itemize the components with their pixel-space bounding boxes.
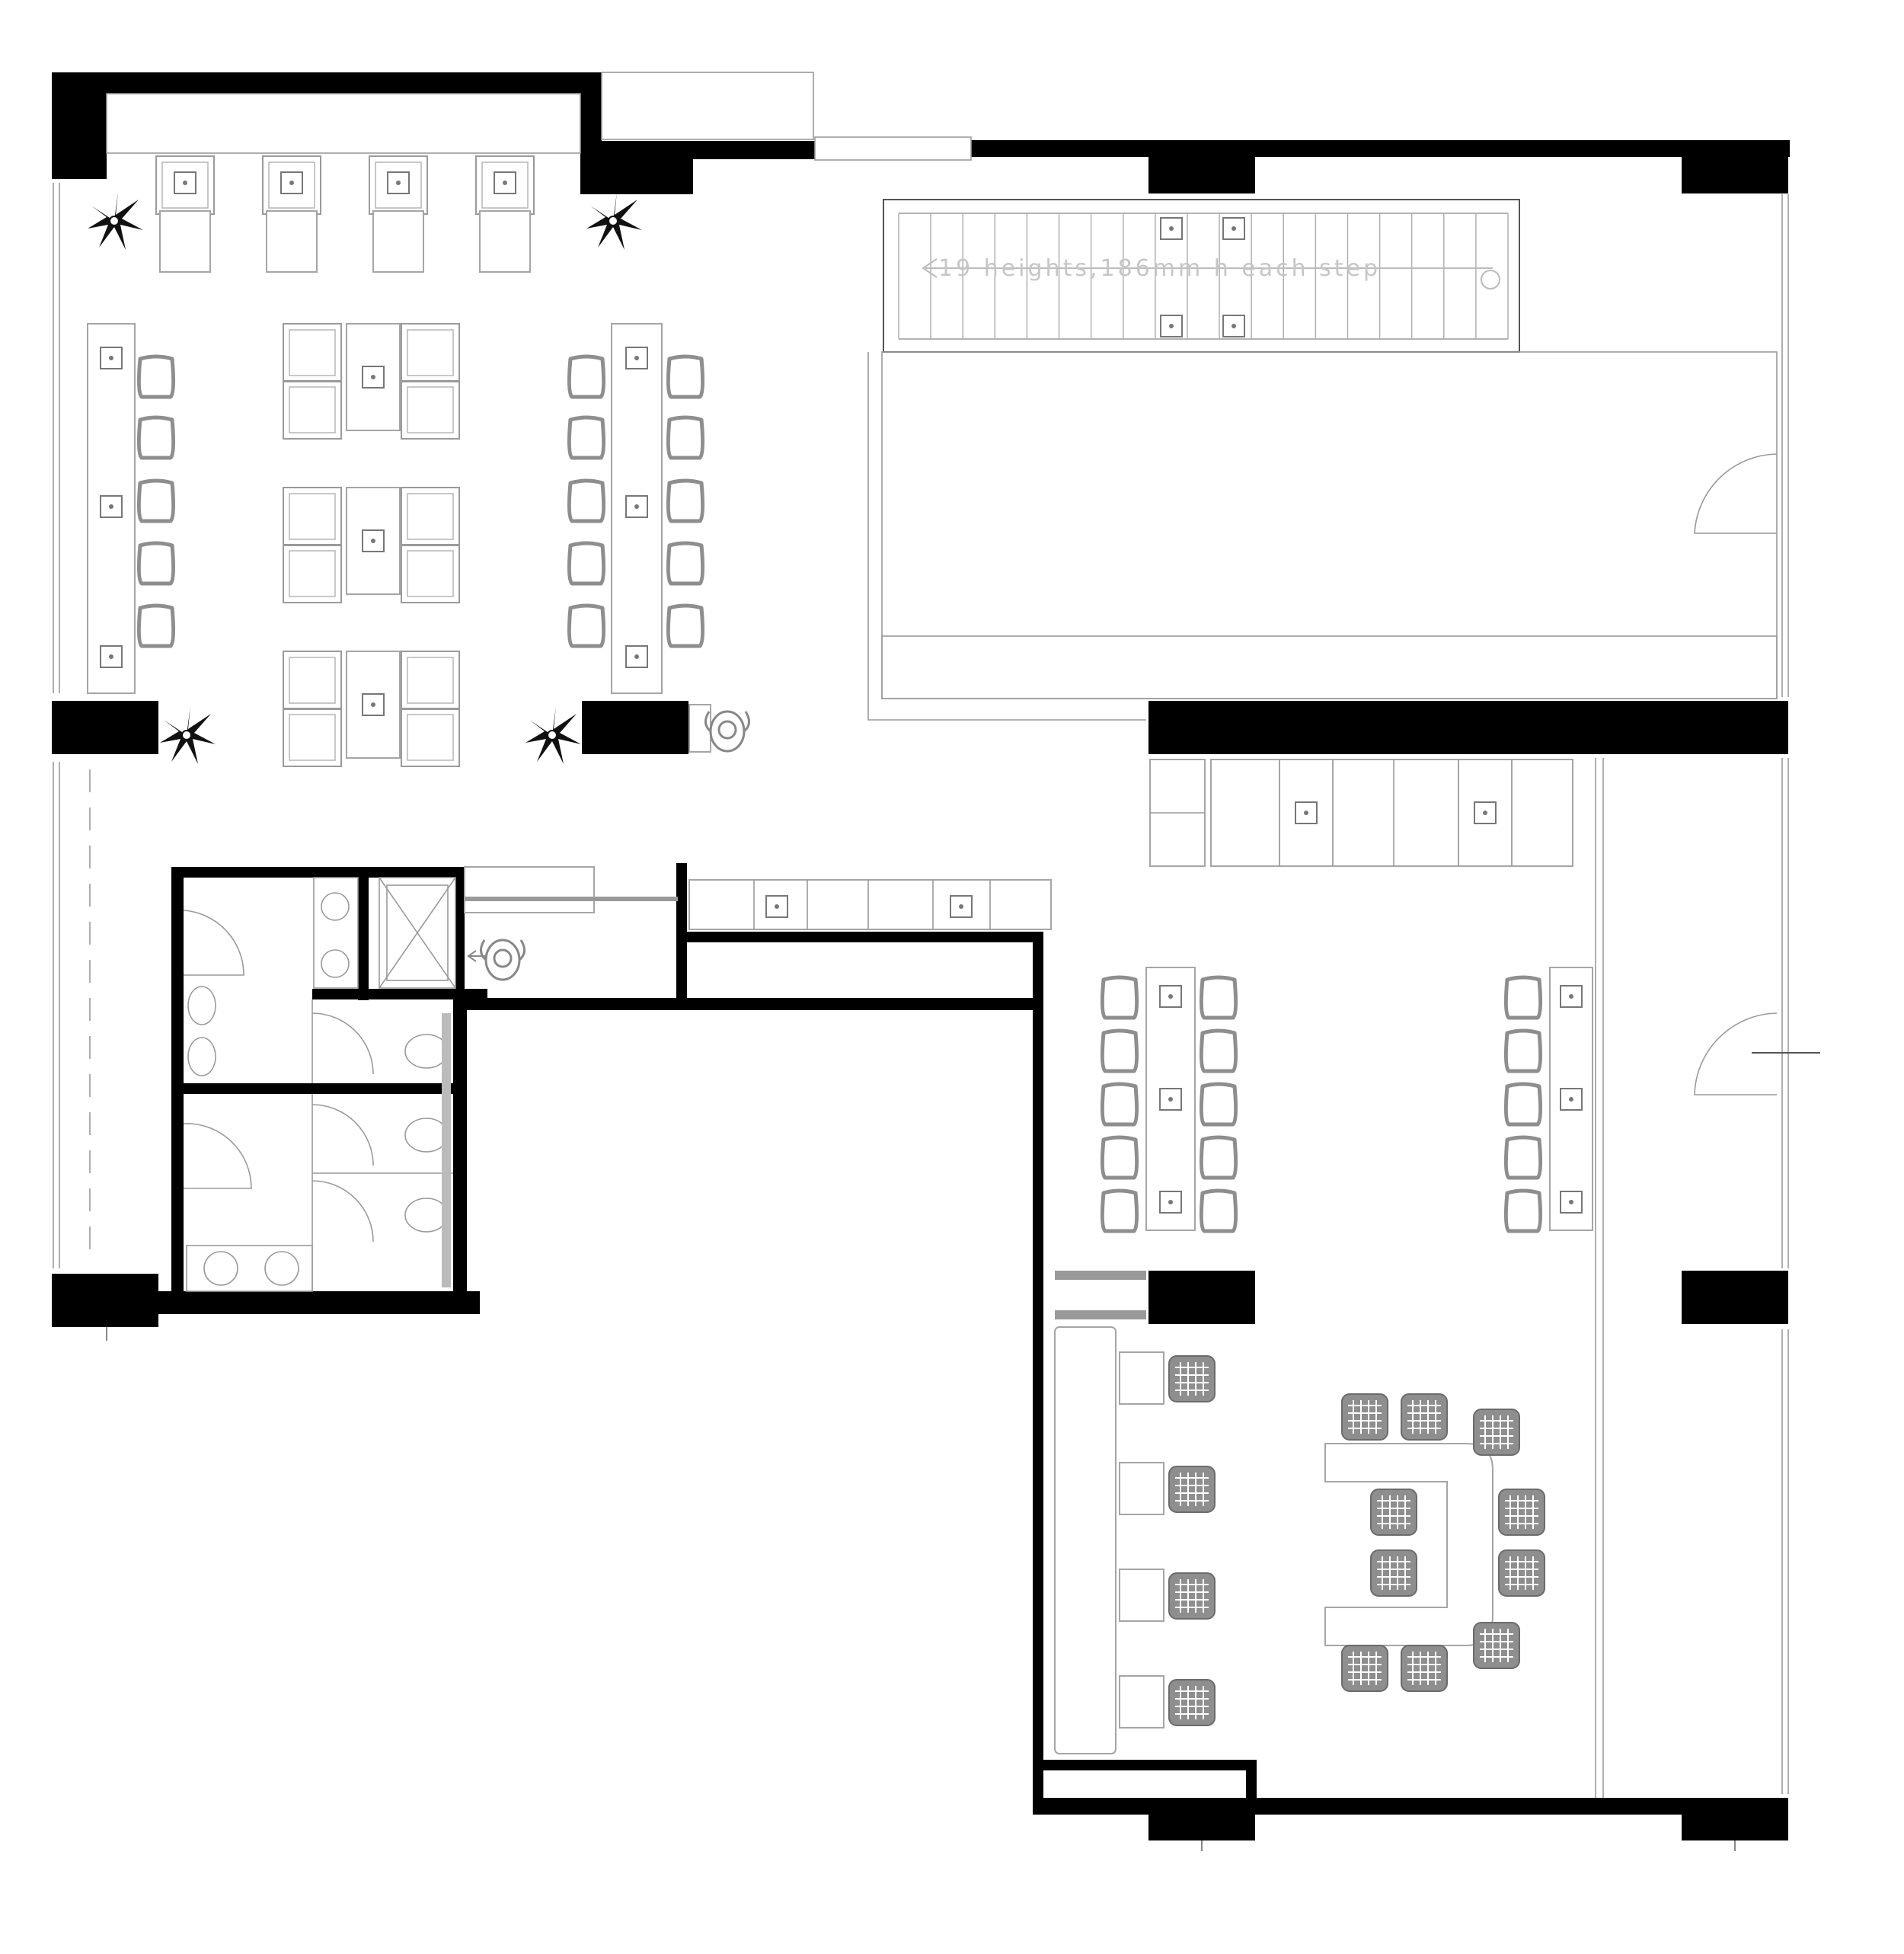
staircase: 19 heights,186mm h each step — [867, 199, 1778, 721]
bench-seating-top — [1149, 759, 1573, 867]
banquette — [1054, 1271, 1216, 1754]
long-table-mid — [569, 323, 702, 694]
toilet-icon — [187, 986, 449, 1233]
person-icon — [467, 704, 751, 981]
grid-ticks — [106, 1327, 1736, 1851]
washroom — [186, 877, 456, 1292]
long-table-left — [87, 323, 174, 694]
bench-seating-mid — [464, 866, 1052, 930]
u-shaped-table — [1324, 1393, 1545, 1692]
long-table-right-a — [1102, 967, 1235, 1231]
window-counter-stools — [155, 155, 535, 273]
window-lines — [53, 72, 1789, 1798]
long-table-right-b — [1506, 967, 1593, 1231]
walls — [52, 72, 1790, 1840]
stair-note: 19 heights,186mm h each step — [938, 255, 1381, 282]
armchair-tables — [283, 323, 460, 767]
doors — [183, 453, 1820, 1189]
